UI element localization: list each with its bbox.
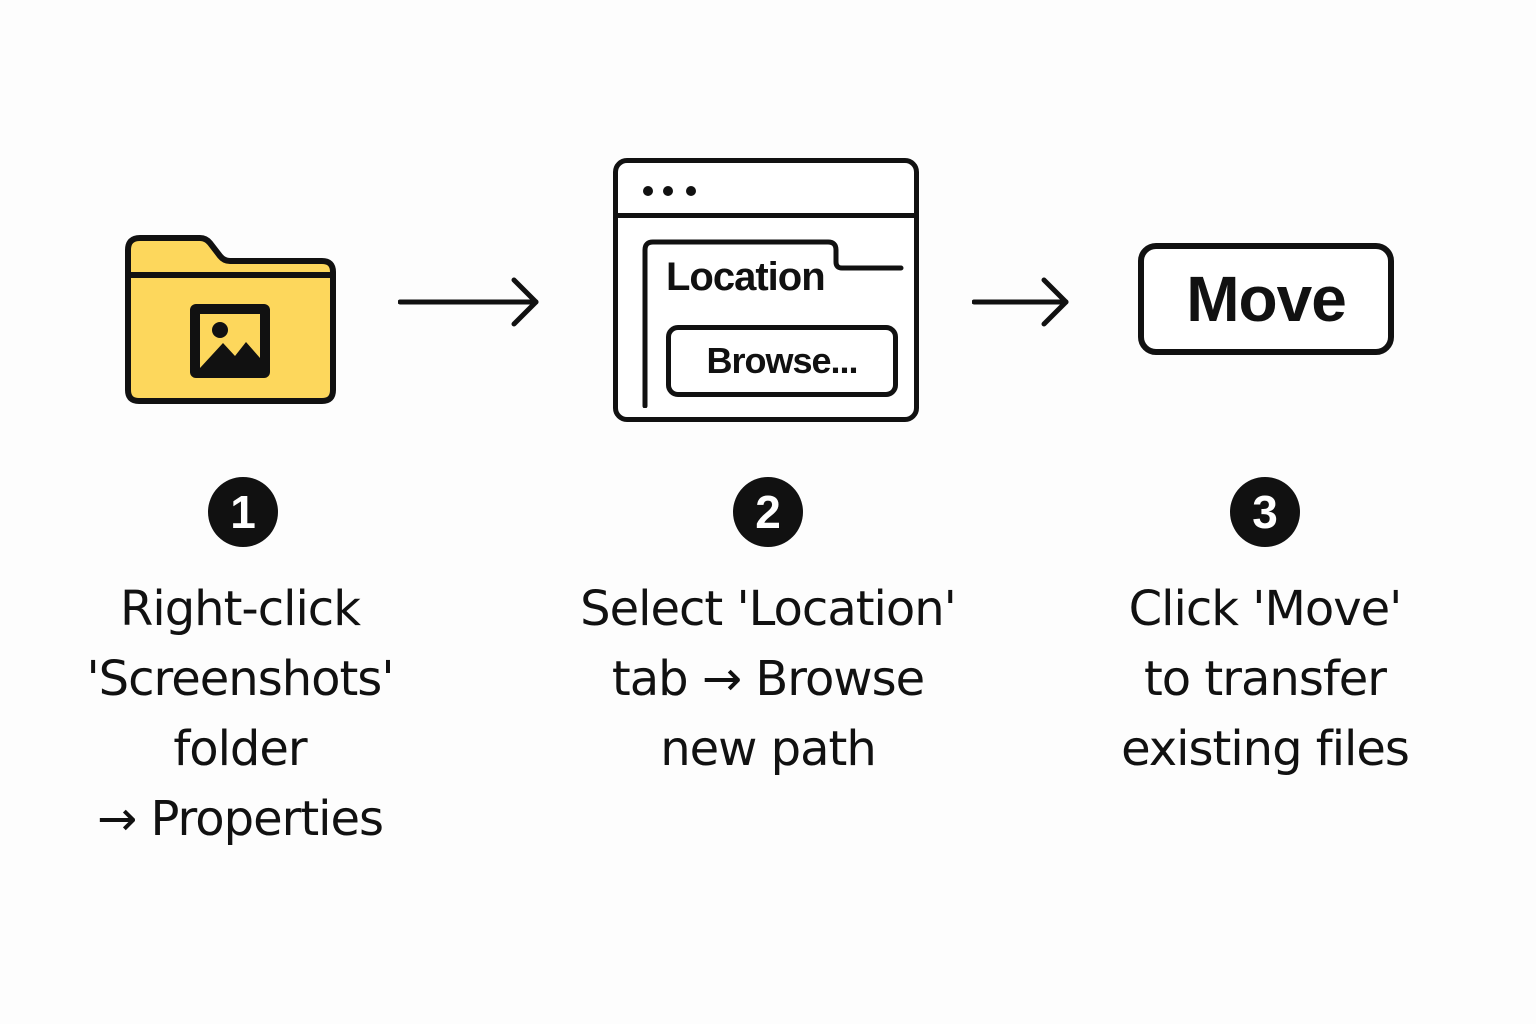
caption-line: Right-click [120,581,361,637]
browse-button[interactable]: Browse... [666,325,898,397]
location-tab-label: Location [666,255,826,299]
caption-line: tab → Browse [611,651,925,707]
caption-line: Select 'Location' [580,581,957,637]
step-number-badge: 2 [733,477,803,547]
caption-line: folder [173,721,307,777]
window-dot-icon [643,186,653,196]
window-titlebar [618,163,914,218]
location-tab-outline [642,239,904,408]
properties-window-icon: Location Browse... [613,158,919,422]
caption-line: to transfer [1143,651,1387,707]
right-arrow-icon [971,276,1072,328]
step-number-badge: 1 [208,477,278,547]
caption-line: → Properties [96,791,384,847]
step-2-caption: Select 'Location' tab → Browse new path [548,574,988,784]
right-arrow-icon [397,276,544,328]
caption-line: existing files [1121,721,1410,777]
step-number-badge: 3 [1230,477,1300,547]
window-dot-icon [663,186,673,196]
image-folder-icon [120,230,340,410]
move-button[interactable]: Move [1138,243,1394,355]
caption-line: 'Screenshots' [86,651,394,707]
window-dot-icon [686,186,696,196]
step-3-caption: Click 'Move' to transfer existing files [1060,574,1470,784]
step-1-caption: Right-click 'Screenshots' folder → Prope… [40,574,440,854]
caption-line: new path [660,721,877,777]
caption-line: Click 'Move' [1128,581,1403,637]
